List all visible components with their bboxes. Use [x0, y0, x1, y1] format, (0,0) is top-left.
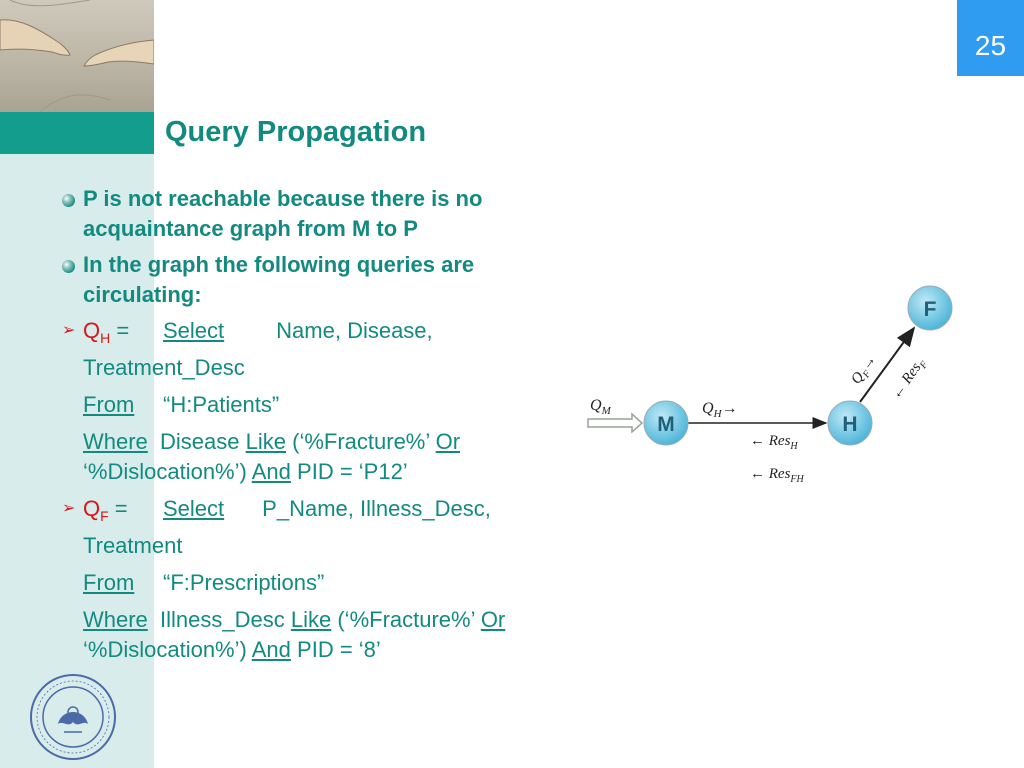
where-pattern: (‘%Fracture%’ — [292, 429, 430, 454]
query-qf-where: Where Illness_Desc Like (‘%Fracture%’ Or… — [60, 605, 580, 665]
where-field: Illness_Desc — [160, 607, 285, 632]
bullet-dot-icon — [62, 194, 75, 207]
node-f: F — [907, 285, 953, 331]
or-keyword: Or — [480, 607, 506, 632]
sidebar-accent-bar — [0, 112, 154, 154]
resf-label: ← ResF — [888, 354, 931, 404]
where-condition: PID = ‘P12’ — [297, 459, 408, 484]
from-keyword: From — [83, 570, 135, 595]
and-keyword: And — [251, 459, 291, 484]
query-qh-where: Where Disease Like (‘%Fracture%’ Or ‘%Di… — [60, 427, 580, 487]
query-qh: ➢ QH = Select Name, Disease, Treatment_Des… — [60, 316, 580, 383]
arrow-bullet-icon: ➢ — [62, 500, 76, 517]
bullet-text: In the graph the following queries are c… — [83, 252, 475, 307]
qh-label: QH→ — [702, 400, 738, 420]
where-keyword: Where — [83, 607, 148, 632]
node-h: H — [827, 400, 873, 446]
where-keyword: Where — [83, 429, 148, 454]
bullet-item: P is not reachable because there is no a… — [60, 184, 580, 244]
bullet-dot-icon — [62, 260, 75, 273]
slide-title: Query Propagation — [165, 116, 427, 148]
resfh-label: ← ResFH — [750, 466, 805, 485]
where-pattern: ‘%Dislocation%’) — [83, 637, 247, 662]
page-number: 25 — [974, 30, 1007, 61]
incoming-query-arrow — [587, 412, 644, 434]
from-value: “H:Patients” — [163, 392, 280, 417]
select-value: Name, Disease, — [276, 318, 433, 343]
like-keyword: Like — [245, 429, 286, 454]
select-keyword: Select — [163, 318, 225, 343]
svg-text:H: H — [842, 413, 857, 436]
from-value: “F:Prescriptions” — [163, 570, 325, 595]
select-continuation: Treatment — [83, 533, 183, 558]
query-label: QH = — [83, 318, 130, 346]
bullet-item: In the graph the following queries are c… — [60, 250, 580, 310]
svg-text:M: M — [657, 413, 675, 436]
select-keyword: Select — [163, 496, 225, 521]
resh-label: ← ResH — [750, 433, 798, 452]
qf-label: QF→ — [848, 352, 882, 389]
arrow-bullet-icon: ➢ — [62, 322, 76, 339]
select-continuation: Treatment_Desc — [83, 355, 245, 380]
query-qh-from: From “H:Patients” — [60, 390, 580, 420]
where-condition: PID = ‘8’ — [297, 637, 381, 662]
query-label: QF = — [83, 496, 128, 524]
select-value: P_Name, Illness_Desc, — [262, 496, 491, 521]
qm-label: QM — [590, 397, 612, 417]
query-qf-from: From “F:Prescriptions” — [60, 568, 580, 598]
university-seal-logo — [30, 674, 116, 760]
bullet-text: P is not reachable because there is no a… — [83, 186, 483, 241]
and-keyword: And — [251, 637, 291, 662]
or-keyword: Or — [435, 429, 461, 454]
creation-hands-image — [0, 0, 154, 112]
where-field: Disease — [160, 429, 240, 454]
node-m: M — [643, 400, 689, 446]
page-number-badge: 25 — [957, 0, 1024, 76]
where-pattern: (‘%Fracture%’ — [337, 607, 475, 632]
where-pattern: ‘%Dislocation%’) — [83, 459, 247, 484]
query-qf: ➢ QF = Select P_Name, Illness_Desc, Treatm… — [60, 494, 580, 561]
slide-body: P is not reachable because there is no a… — [60, 184, 580, 665]
svg-text:F: F — [924, 298, 937, 321]
like-keyword: Like — [290, 607, 332, 632]
edge-h-to-f — [859, 326, 916, 403]
query-graph-diagram: QM QH→ ← ResH ← ResFH QF→ ← ResF M H F — [587, 285, 953, 485]
from-keyword: From — [83, 392, 135, 417]
